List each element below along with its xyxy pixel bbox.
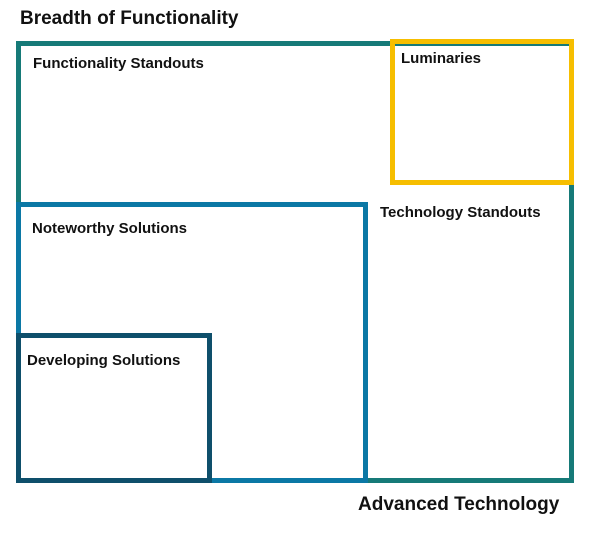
developing-solutions-label: Developing Solutions [27, 352, 181, 369]
luminaries-box [390, 39, 574, 185]
noteworthy-solutions-label: Noteworthy Solutions [32, 220, 187, 237]
functionality-standouts-label: Functionality Standouts [33, 55, 204, 72]
x-axis-label: Advanced Technology [358, 494, 560, 515]
luminaries-label: Luminaries [401, 50, 482, 67]
technology-standouts-label: Technology Standouts [380, 204, 541, 221]
developing-solutions-box [16, 333, 212, 483]
y-axis-label: Breadth of Functionality [20, 8, 239, 29]
